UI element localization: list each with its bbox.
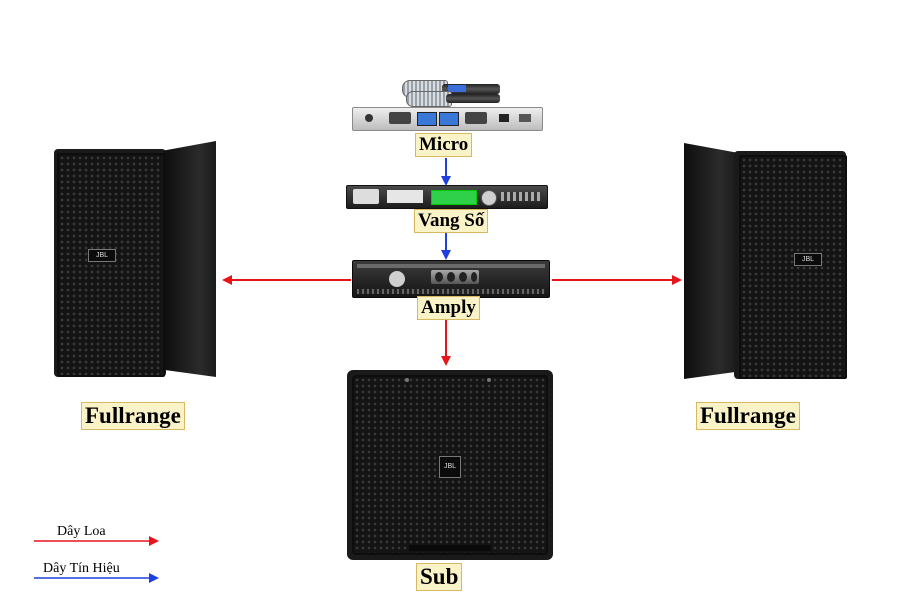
jbl-logo-right: JBL [794, 253, 822, 266]
subwoofer-speaker: JBL [347, 370, 553, 560]
right-fullrange-speaker: JBL [684, 143, 848, 381]
sub-label: Sub [416, 563, 463, 592]
amply-label: Amply [417, 296, 480, 320]
left-fullrange-speaker: JBL [54, 141, 218, 379]
legend-speaker-cable-text: Dây Loa [57, 524, 106, 539]
amplifier-unit [352, 260, 550, 298]
digital-mixer-unit [346, 185, 548, 209]
legend-signal-cable-text: Dây Tín Hiệu [43, 561, 120, 576]
right-fullrange-label: Fullrange [696, 402, 800, 431]
mixer-label: Vang Số [414, 209, 489, 233]
mic-receiver-unit [352, 107, 543, 131]
jbl-logo-sub: JBL [439, 456, 461, 478]
micro-label: Micro [415, 133, 473, 157]
left-fullrange-label: Fullrange [81, 402, 185, 431]
microphones-image [402, 76, 502, 107]
jbl-logo-left: JBL [88, 249, 116, 262]
